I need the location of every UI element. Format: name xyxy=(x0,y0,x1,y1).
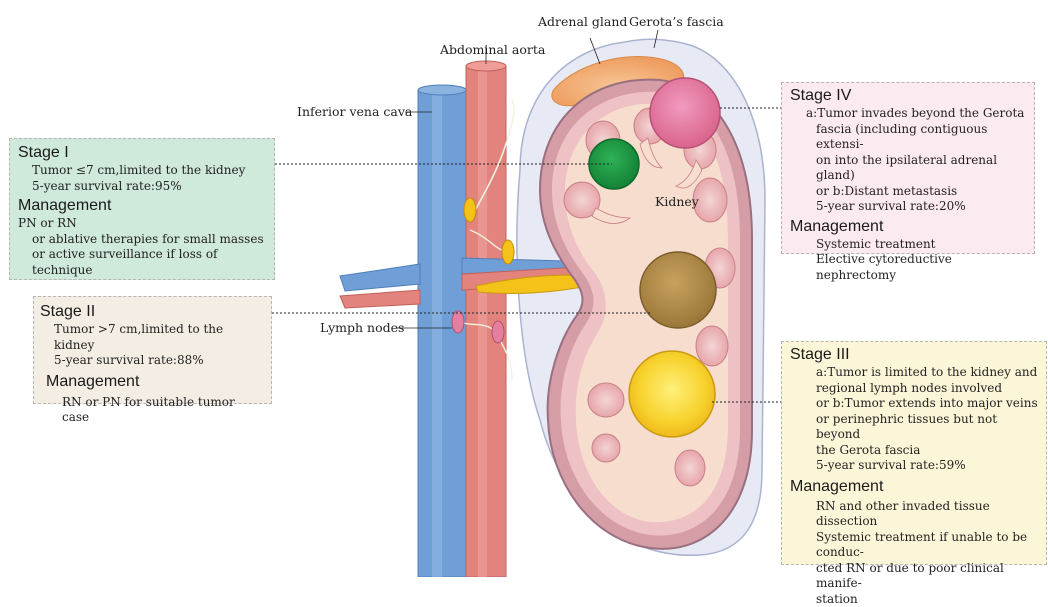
stage-ii-panel: Stage II Tumor >7 cm,limited to the kidn… xyxy=(33,296,272,404)
stage-iii-management-line: cted RN or due to poor clinical manife- xyxy=(790,561,1038,592)
stage-iii-management-title: Management xyxy=(790,477,1038,497)
tumor-stage-iii xyxy=(629,351,715,437)
stage-iii-management-line: Systemic treatment if unable to be condu… xyxy=(790,530,1038,561)
kidney-label: Kidney xyxy=(655,194,700,209)
stage-i-management-title: Management xyxy=(18,196,266,216)
lymph-node xyxy=(464,198,476,222)
stage-i-title: Stage I xyxy=(18,143,266,163)
tumor-stage-iv xyxy=(650,78,720,148)
stage-i-line: Tumor ≤7 cm,limited to the kidney xyxy=(18,163,266,179)
stage-i-panel: Stage I Tumor ≤7 cm,limited to the kidne… xyxy=(9,138,275,280)
stage-iv-title: Stage IV xyxy=(790,86,1026,106)
stage-ii-title: Stage II xyxy=(40,302,265,322)
stage-iii-line: or perinephric tissues but not beyond xyxy=(790,412,1038,443)
gerota-fascia-label: Gerota’s fascia xyxy=(629,14,724,29)
abdominal-aorta-label: Abdominal aorta xyxy=(439,42,546,57)
tumor-stage-ii xyxy=(640,252,716,328)
stage-iv-line: fascia (including contiguous extensi- xyxy=(790,122,1026,153)
stage-iv-management-title: Management xyxy=(790,217,1026,237)
stage-i-management-line: PN or RN xyxy=(18,216,266,232)
stage-ii-line: Tumor >7 cm,limited to the kidney xyxy=(40,322,265,353)
stage-i-line: 5-year survival rate:95% xyxy=(18,179,266,195)
lymph-node xyxy=(502,240,514,264)
stage-iii-line: regional lymph nodes involved xyxy=(790,381,1038,397)
stage-iii-management-line: station xyxy=(790,592,1038,607)
stage-iv-management-line: Systemic treatment xyxy=(790,237,1026,253)
stage-ii-management-title: Management xyxy=(40,372,265,392)
stage-iv-line: or b:Distant metastasis xyxy=(790,184,1026,200)
stage-iii-line: the Gerota fascia xyxy=(790,443,1038,459)
stage-ii-management-line: RN or PN for suitable tumor case xyxy=(40,395,265,426)
stage-iii-line: a:Tumor is limited to the kidney and xyxy=(790,365,1038,381)
stage-iii-line: or b:Tumor extends into major veins xyxy=(790,396,1038,412)
stage-ii-line: 5-year survival rate:88% xyxy=(40,353,265,369)
lymph-node xyxy=(492,321,504,343)
stage-i-management-line: or ablative therapies for small masses xyxy=(18,232,266,248)
lymph-nodes-label: Lymph nodes xyxy=(320,320,404,335)
stage-iii-title: Stage III xyxy=(790,345,1038,365)
left-renal-vessel xyxy=(340,264,420,291)
stage-iii-line: 5-year survival rate:59% xyxy=(790,458,1038,474)
stage-iv-line: a:Tumor invades beyond the Gerota xyxy=(790,106,1026,122)
stage-iii-management-line: RN and other invaded tissue dissection xyxy=(790,499,1038,530)
stage-iv-panel: Stage IV a:Tumor invades beyond the Gero… xyxy=(781,82,1035,254)
stage-i-management-line: or active surveillance if loss of techni… xyxy=(18,247,266,278)
stage-iv-line: on into the ipsilateral adrenal gland) xyxy=(790,153,1026,184)
adrenal-gland-label: Adrenal gland xyxy=(537,14,627,29)
stage-iii-panel: Stage III a:Tumor is limited to the kidn… xyxy=(781,341,1047,565)
lymph-node xyxy=(452,311,464,333)
stage-iv-management-line: Elective cytoreductive nephrectomy xyxy=(790,252,1026,283)
stage-iv-line: 5-year survival rate:20% xyxy=(790,199,1026,215)
inferior-vena-cava-label: Inferior vena cava xyxy=(297,104,413,119)
